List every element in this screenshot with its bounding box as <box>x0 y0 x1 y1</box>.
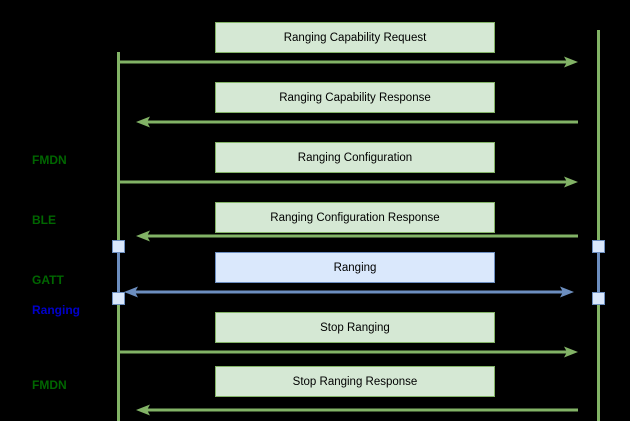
message-arrow-ranging-capability-response <box>136 115 578 129</box>
message-label: Ranging Capability Response <box>279 91 431 104</box>
phase-label-fmdn-bottom-line1: FMDN <box>32 378 67 392</box>
message-label: Ranging Capability Request <box>283 31 427 44</box>
activation-bar-right <box>597 246 600 299</box>
activation-node-left-start <box>112 240 125 253</box>
message-box-ranging-capability-request: Ranging Capability Request <box>215 22 495 53</box>
message-label: Ranging Configuration <box>297 151 413 164</box>
phase-label-ranging-text: Ranging <box>32 303 80 317</box>
message-label: Ranging <box>333 261 377 274</box>
phase-label-fmdn-bottom: FMDN BLE GATT <box>32 335 67 421</box>
phase-label-fmdn-top-line3: GATT <box>32 273 64 287</box>
lifeline-left <box>117 52 120 421</box>
message-box-ranging: Ranging <box>215 252 495 283</box>
message-arrow-stop-ranging <box>118 345 578 359</box>
message-arrow-ranging-capability-request <box>118 55 578 69</box>
activation-node-right-start <box>592 240 605 253</box>
message-box-ranging-configuration-response: Ranging Configuration Response <box>215 202 495 233</box>
message-box-stop-ranging-response: Stop Ranging Response <box>215 366 495 397</box>
phase-label-fmdn-top: FMDN BLE GATT <box>32 110 67 330</box>
message-label: Stop Ranging <box>320 321 390 334</box>
message-label: Stop Ranging Response <box>292 375 418 388</box>
message-arrow-ranging-bidirectional <box>124 285 574 299</box>
phase-label-fmdn-top-line2: BLE <box>32 213 56 227</box>
phase-label-ranging: Ranging <box>32 260 80 360</box>
lifeline-right <box>597 30 600 421</box>
message-arrow-stop-ranging-response <box>136 403 578 417</box>
message-box-ranging-capability-response: Ranging Capability Response <box>215 82 495 113</box>
activation-bar-left <box>117 246 120 299</box>
message-box-ranging-configuration: Ranging Configuration <box>215 142 495 173</box>
activation-node-right-end <box>592 292 605 305</box>
message-arrow-ranging-configuration <box>118 175 578 189</box>
message-box-stop-ranging: Stop Ranging <box>215 312 495 343</box>
message-label: Ranging Configuration Response <box>270 211 440 224</box>
activation-node-left-end <box>112 292 125 305</box>
phase-label-fmdn-top-line1: FMDN <box>32 153 67 167</box>
